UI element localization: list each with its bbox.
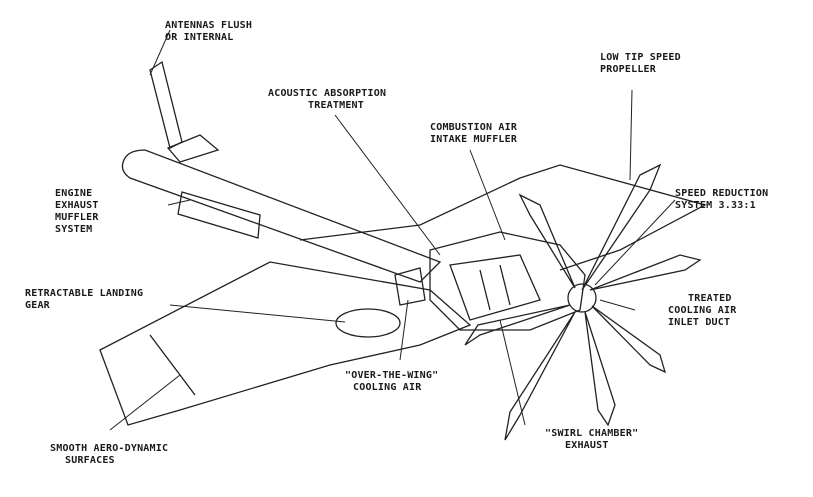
label-swirl-chamber: "SWIRL CHAMBER"EXHAUST bbox=[545, 428, 639, 451]
leader-lines bbox=[109, 29, 676, 431]
engine-nacelle bbox=[429, 231, 586, 331]
landing-gear bbox=[335, 308, 401, 338]
propeller-blades bbox=[464, 163, 702, 441]
wing-panel-line bbox=[149, 334, 196, 396]
engine-detail bbox=[449, 254, 541, 321]
cooling-scoop bbox=[394, 267, 426, 306]
near-wing bbox=[99, 261, 472, 426]
exhaust-muffler bbox=[177, 191, 261, 239]
far-wing bbox=[299, 164, 707, 271]
tail-boom bbox=[121, 149, 442, 283]
propeller-hub bbox=[567, 283, 597, 313]
vertical-tail bbox=[149, 60, 183, 149]
horizontal-tail bbox=[166, 134, 220, 163]
label-over-the-wing: "OVER-THE-WING"COOLING AIR bbox=[345, 370, 439, 393]
